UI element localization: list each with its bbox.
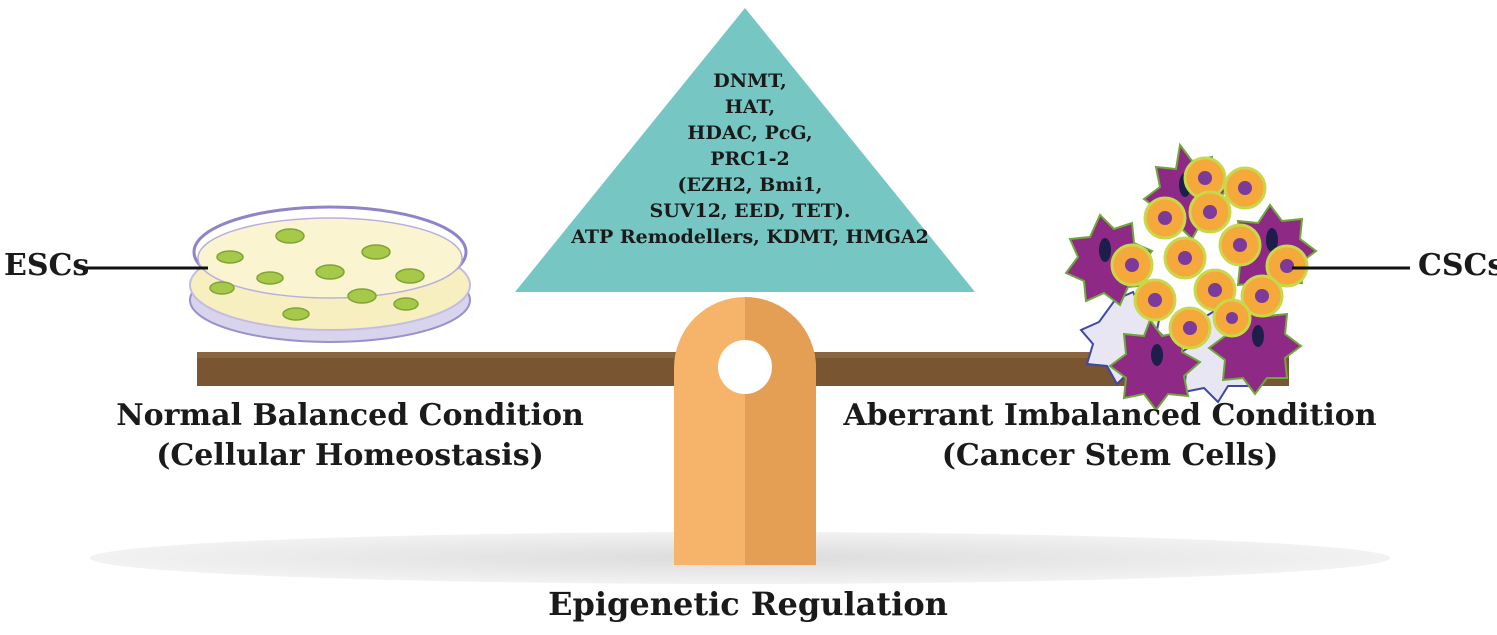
normal-condition-subtitle: (Cellular Homeostasis)	[156, 438, 544, 473]
regulator-item: ATP Remodellers, KDMT, HMGA2	[571, 226, 929, 248]
cancer-cell-cluster	[1064, 142, 1318, 412]
regulator-item: HDAC, PcG,	[687, 122, 813, 144]
cell-colonies	[209, 228, 425, 321]
regulator-triangle	[515, 8, 975, 292]
regulator-item: DNMT,	[713, 70, 787, 92]
regulator-item: PRC1-2	[710, 148, 790, 170]
csc-label: CSCs	[1418, 248, 1497, 283]
aberrant-condition-label: Aberrant Imbalanced Condition (Cancer St…	[840, 396, 1380, 476]
regulator-item: (EZH2, Bmi1,	[677, 174, 823, 196]
aberrant-condition-title: Aberrant Imbalanced Condition	[843, 398, 1377, 433]
fulcrum	[674, 297, 816, 565]
aberrant-condition-subtitle: (Cancer Stem Cells)	[941, 438, 1279, 473]
petri-dish	[189, 205, 471, 343]
epigenetic-regulation-label: Epigenetic Regulation	[548, 585, 948, 623]
regulator-item: SUV12, EED, TET).	[649, 200, 851, 222]
fulcrum-pivot	[718, 340, 772, 394]
normal-condition-title: Normal Balanced Condition	[116, 398, 584, 433]
esc-label: ESCs	[4, 248, 90, 283]
regulator-item: HAT,	[724, 96, 776, 118]
regulator-list: DNMT, HAT, HDAC, PcG, PRC1-2 (EZH2, Bmi1…	[540, 68, 960, 250]
normal-condition-label: Normal Balanced Condition (Cellular Home…	[100, 396, 600, 476]
